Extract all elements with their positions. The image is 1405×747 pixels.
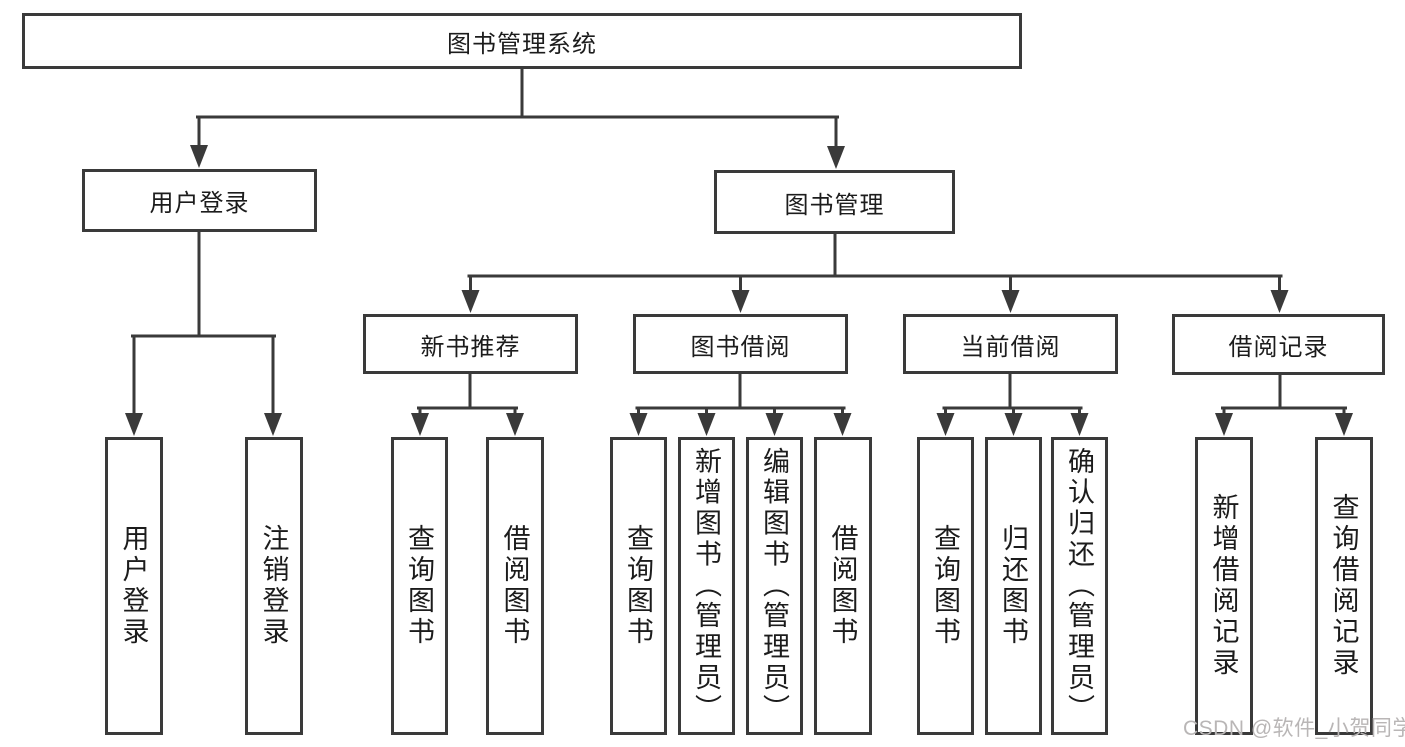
arrowhead-icon — [1215, 413, 1233, 436]
arrowhead-icon — [1335, 413, 1353, 436]
node-box-v6-level4: 新增图书（管理员） — [678, 437, 735, 735]
arrowhead-icon — [731, 290, 750, 313]
node-label: 当前借阅 — [960, 333, 1061, 361]
node-label: 查询图书 — [623, 524, 653, 648]
arrowhead-icon — [1270, 290, 1289, 313]
node-label: 用户登录 — [118, 524, 149, 648]
node-label: 注销登录 — [258, 524, 289, 648]
node-label: 图书借阅 — [690, 333, 791, 361]
node-label: 图书管理系统 — [447, 30, 597, 58]
node-label: 查询图书 — [404, 524, 434, 648]
node-box-v10-level4: 归还图书 — [985, 437, 1042, 735]
arrowhead-icon — [411, 413, 429, 436]
node-label: 借阅记录 — [1228, 334, 1329, 361]
node-label: 查询借阅记录 — [1328, 493, 1359, 679]
arrowhead-icon — [697, 413, 716, 436]
node-box-login-level2: 用户登录 — [82, 169, 317, 232]
node-label: 借阅图书 — [499, 524, 530, 648]
arrowhead-icon — [125, 413, 143, 436]
arrowhead-icon — [1001, 290, 1020, 313]
node-box-v9-level4: 查询图书 — [917, 437, 974, 735]
node-box-v7-level4: 编辑图书（管理员） — [746, 437, 803, 735]
node-box-v11-level4: 确认归还（管理员） — [1051, 437, 1108, 735]
node-box-v4-level4: 借阅图书 — [486, 437, 544, 735]
node-box-v2-level4: 注销登录 — [245, 437, 303, 735]
node-label: 查询图书 — [930, 524, 960, 648]
node-box-v13-level4: 查询借阅记录 — [1315, 437, 1373, 735]
node-box-bookmgmt-level2: 图书管理 — [714, 170, 955, 234]
arrowhead-icon — [765, 413, 784, 436]
arrowhead-icon — [833, 413, 852, 436]
arrowhead-icon — [461, 290, 480, 313]
arrowhead-icon — [827, 146, 845, 169]
node-box-root-level1: 图书管理系统 — [22, 13, 1022, 69]
node-label: 新增图书（管理员） — [691, 447, 721, 725]
node-label: 编辑图书（管理员） — [759, 447, 789, 725]
node-box-v3-level4: 查询图书 — [391, 437, 448, 735]
node-label: 新增借阅记录 — [1208, 493, 1239, 679]
node-label: 确认归还（管理员） — [1064, 447, 1094, 725]
arrowhead-icon — [190, 145, 208, 168]
node-box-v8-level4: 借阅图书 — [814, 437, 872, 735]
arrowhead-icon — [506, 413, 524, 436]
node-box-currentmod-level3: 当前借阅 — [903, 314, 1118, 374]
arrowhead-icon — [629, 413, 648, 436]
arrowhead-icon — [1004, 413, 1023, 436]
node-label: 新书推荐 — [420, 333, 521, 361]
arrowhead-icon — [1070, 413, 1089, 436]
node-label: 图书管理 — [784, 191, 885, 219]
node-box-v1-level4: 用户登录 — [105, 437, 163, 735]
node-box-v5-level4: 查询图书 — [610, 437, 667, 735]
watermark-text: CSDN @软件_小贺同学 — [1183, 717, 1405, 740]
node-box-newbook-level3: 新书推荐 — [363, 314, 578, 374]
arrowhead-icon — [264, 413, 282, 436]
node-label: 归还图书 — [998, 524, 1028, 648]
node-box-v12-level4: 新增借阅记录 — [1195, 437, 1253, 735]
node-label: 用户登录 — [149, 190, 250, 217]
node-label: 借阅图书 — [827, 524, 858, 648]
arrowhead-icon — [936, 413, 955, 436]
node-box-borrowmod-level3: 图书借阅 — [633, 314, 848, 374]
node-box-recordsmod-level3: 借阅记录 — [1172, 314, 1385, 375]
